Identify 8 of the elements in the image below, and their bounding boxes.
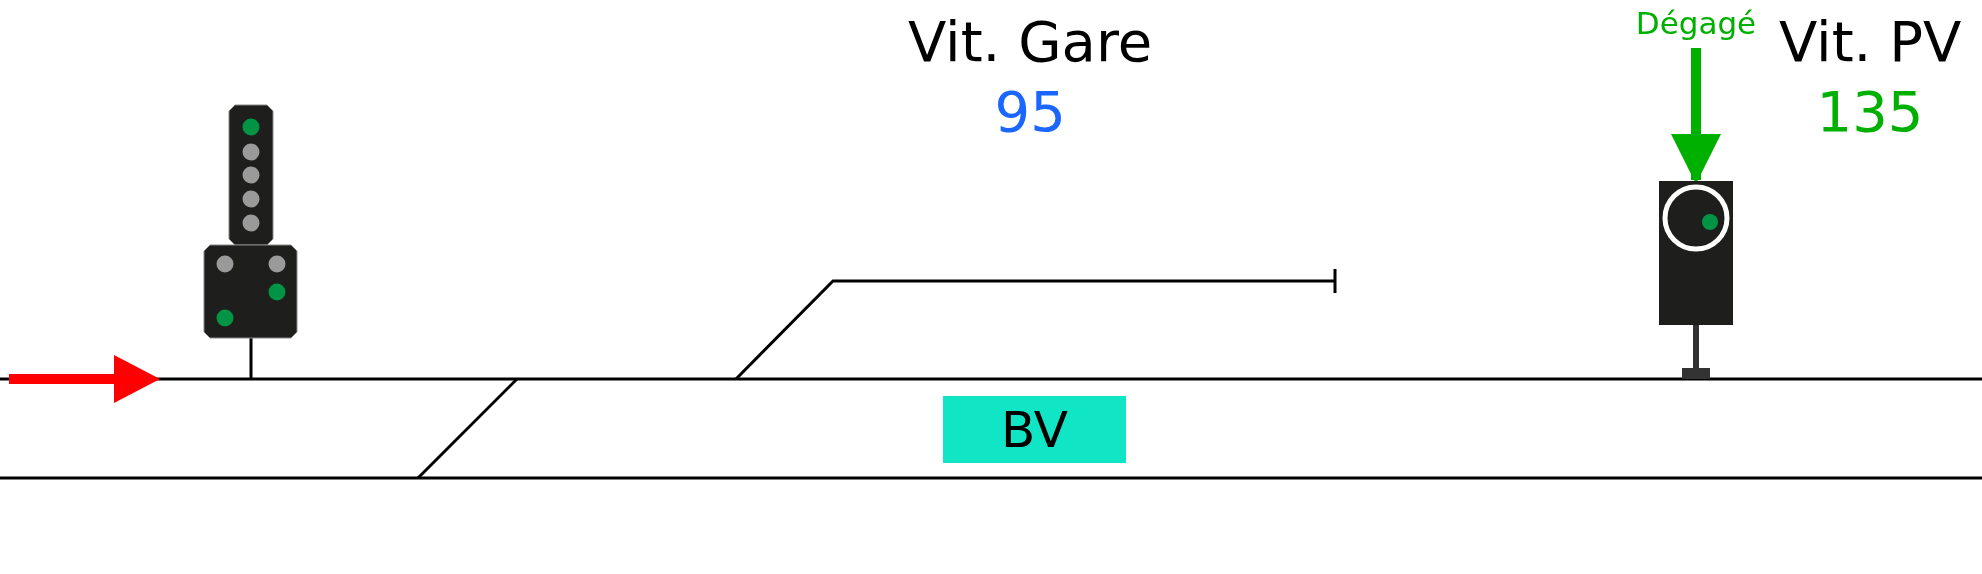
speed-label: Vit. Gare — [908, 14, 1153, 70]
speed-label: Vit. PV — [1779, 14, 1962, 70]
arrow — [1671, 48, 1721, 184]
speed-value: 95 — [994, 84, 1066, 140]
status-label: Dégagé — [1630, 8, 1762, 39]
signal-drawing — [1659, 181, 1733, 379]
speed-value: 135 — [1816, 84, 1924, 140]
station-box: BV — [943, 396, 1126, 463]
